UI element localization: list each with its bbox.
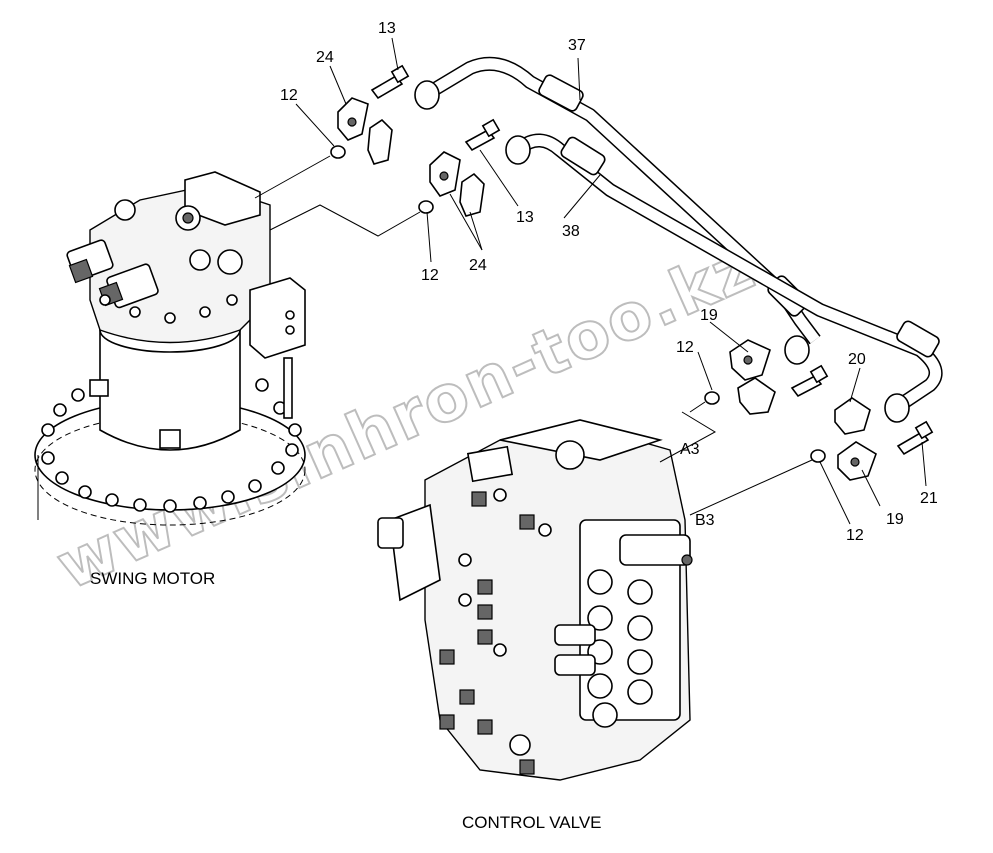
callouts: 13 24 12 37 13 38 12 24 19 12 20 21 19 1…: [280, 20, 938, 544]
callout-19-lower: 19: [886, 511, 904, 528]
control-valve-caption: CONTROL VALVE: [462, 813, 602, 832]
control-valve: [377, 419, 693, 781]
callout-38: 38: [562, 223, 580, 240]
callout-13-mid: 13: [516, 209, 534, 226]
port-b3-label: B3: [695, 512, 715, 529]
valve-spools: [554, 519, 693, 728]
motor-fittings: [66, 199, 243, 309]
fittings-top: [330, 64, 501, 217]
callout-21: 21: [920, 490, 938, 507]
callout-12-mid: 12: [421, 267, 439, 284]
fittings-right: [704, 339, 934, 481]
callout-24-top: 24: [316, 49, 334, 66]
hose-37: [414, 56, 821, 365]
callout-12-upper: 12: [676, 339, 694, 356]
callout-19-upper: 19: [700, 307, 718, 324]
hose-38: [505, 133, 943, 423]
callout-12-lower: 12: [846, 527, 864, 544]
swing-motor: [34, 171, 306, 526]
callout-20: 20: [848, 351, 866, 368]
callout-37: 37: [568, 37, 586, 54]
valve-fittings-left: [439, 488, 552, 775]
swing-motor-caption: SWING MOTOR: [90, 569, 215, 588]
leader-lines: [254, 37, 927, 525]
callout-24-mid: 24: [469, 257, 487, 274]
callout-13-top: 13: [378, 20, 396, 37]
callout-12-top: 12: [280, 87, 298, 104]
flange-bolts: [41, 378, 302, 513]
port-a3-label: A3: [680, 441, 700, 458]
